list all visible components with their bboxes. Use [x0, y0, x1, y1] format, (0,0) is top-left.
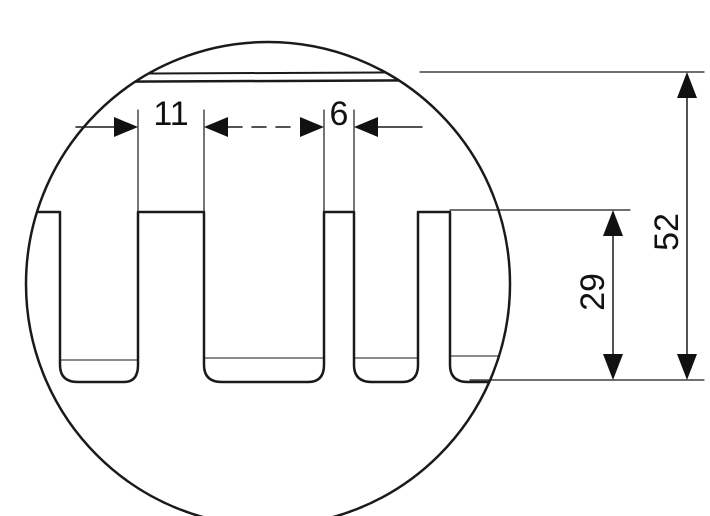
arrow-slot-width-right — [204, 117, 228, 137]
top-surface-line-inner — [26, 78, 510, 84]
dim-label-tooth-height: 29 — [574, 273, 612, 311]
arrow-gap-right — [354, 117, 378, 137]
arrow-tooth-height-bottom — [603, 354, 623, 380]
arrow-total-height-bottom — [677, 354, 697, 380]
slot-profile — [26, 210, 510, 384]
arrow-pitch-right — [300, 117, 324, 137]
dim-label-total-height: 52 — [648, 213, 686, 251]
arrow-slot-width-left — [114, 117, 138, 137]
arrow-total-height-top — [677, 72, 697, 98]
dim-label-gap: 6 — [330, 95, 349, 133]
dim-label-slot-width: 11 — [153, 95, 188, 133]
detail-circle — [24, 40, 512, 516]
arrow-tooth-height-top — [603, 210, 623, 236]
